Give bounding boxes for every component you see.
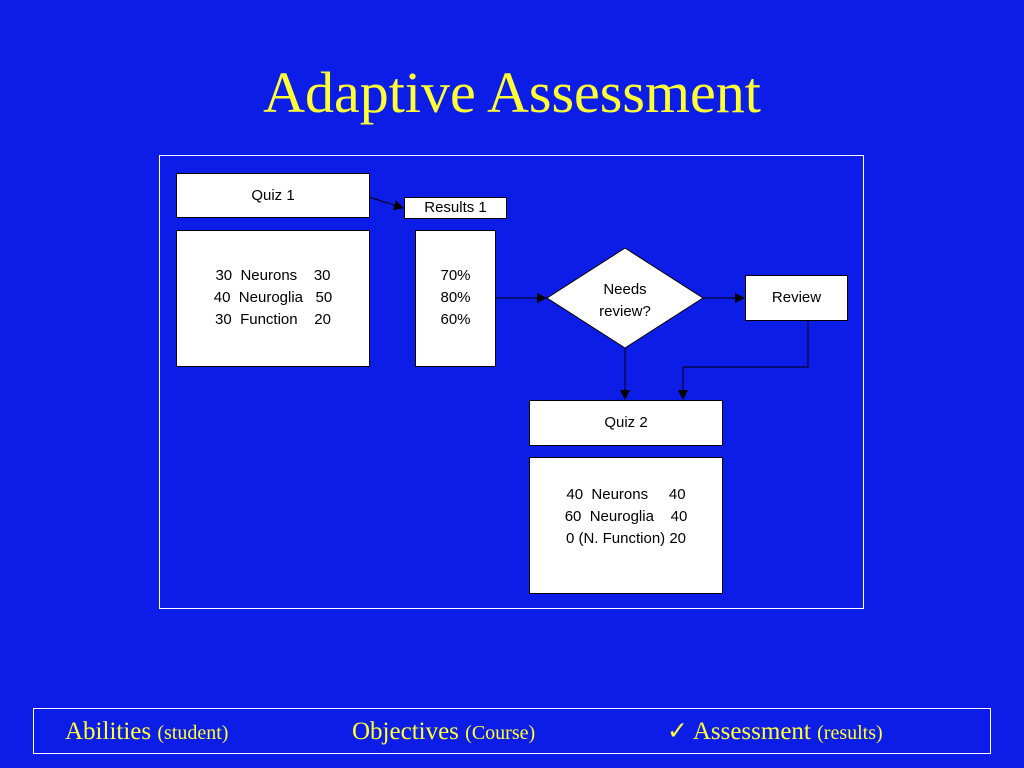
decision-label: Needs review? <box>599 281 651 320</box>
footer-bar: Abilities (student) Objectives (Course) … <box>33 708 991 754</box>
footer-assessment: ✓ Assessment (results) <box>667 718 883 747</box>
quiz2-box: Quiz 2 <box>529 400 723 446</box>
footer-abilities-sub: (student) <box>157 722 229 744</box>
results1-label: Results 1 <box>424 199 487 216</box>
quiz2-label: Quiz 2 <box>604 414 648 431</box>
footer-abilities-main: Abilities <box>65 718 152 745</box>
arrow-quiz1-to-results1 <box>368 196 404 210</box>
footer-assessment-sub: (results) <box>817 722 883 744</box>
footer-objectives-main: Objectives <box>352 718 459 745</box>
quiz1-detail-row: 40 Neuroglia 50 <box>213 289 333 306</box>
footer-objectives-sub: (Course) <box>465 722 536 744</box>
checkmark-icon: ✓ <box>667 718 688 745</box>
result-percentage: 80% <box>440 289 471 306</box>
result-percentage: 60% <box>440 311 471 328</box>
arrow-review-to-quiz2 <box>678 321 809 400</box>
quiz1-detail-row: 30 Function 20 <box>215 311 331 328</box>
footer-abilities: Abilities (student) <box>65 718 228 747</box>
quiz1-detail-row: 30 Neurons 30 <box>215 267 331 284</box>
footer-assessment-main: Assessment <box>692 718 811 745</box>
review-box: Review <box>745 275 848 321</box>
review-label: Review <box>771 289 822 306</box>
quiz2-detail-row: 0 (N. Function) 20 <box>565 530 687 547</box>
quiz2-detail-row: 40 Neurons 40 <box>566 486 686 503</box>
quiz2-detail-row: 60 Neuroglia 40 <box>564 508 688 525</box>
quiz1-details-box: 30 Neurons 30 40 Neuroglia 50 30 Functio… <box>176 230 370 367</box>
results1-box: Results 1 <box>404 197 507 219</box>
diagram-frame <box>159 155 864 609</box>
quiz2-details-box: 40 Neurons 40 60 Neuroglia 40 0 (N. Func… <box>529 457 723 594</box>
quiz1-box: Quiz 1 <box>176 173 370 218</box>
results1-values-box: 70% 80% 60% <box>415 230 496 367</box>
quiz1-label: Quiz 1 <box>251 187 295 204</box>
footer-objectives: Objectives (Course) <box>352 718 535 747</box>
slide-title: Adaptive Assessment <box>263 60 761 125</box>
result-percentage: 70% <box>440 267 471 284</box>
